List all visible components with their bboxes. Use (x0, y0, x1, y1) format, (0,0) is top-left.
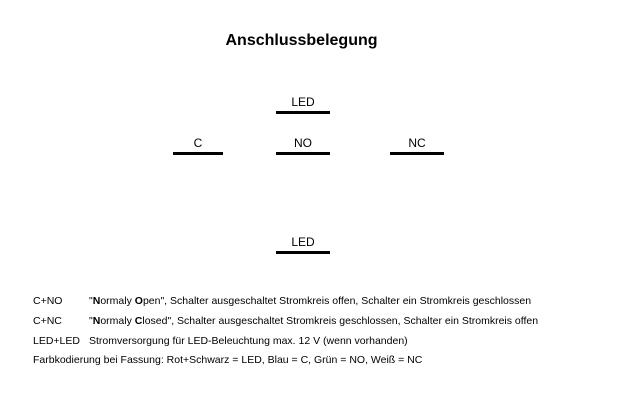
legend-key-led-led: LED+LED (33, 335, 80, 347)
pin-led-top-label: LED (291, 95, 315, 109)
pin-no-label: NO (294, 136, 312, 150)
pin-c-bar (173, 152, 223, 155)
pin-led-top: LED (276, 95, 330, 114)
pin-nc-bar (390, 152, 444, 155)
pin-nc: NC (390, 136, 444, 155)
pin-nc-label: NC (408, 136, 426, 150)
legend-text-part: ormaly (100, 315, 135, 327)
legend-bold-o: O (134, 295, 143, 307)
pin-led-bottom-label: LED (291, 235, 315, 249)
legend-text-part: ormaly (100, 295, 135, 307)
legend-row-led-led: LED+LED Stromversorgung für LED-Beleuchtu… (33, 334, 408, 348)
legend-text: Stromversorgung für LED-Beleuchtung max.… (89, 335, 408, 347)
legend-quote: " (89, 315, 93, 327)
legend-key-c-nc: C+NC (33, 315, 62, 327)
legend-text-part: pen", Schalter ausgeschaltet Stromkreis … (142, 295, 532, 307)
legend-bold-n: N (92, 295, 101, 307)
legend-bold-c: C (134, 315, 143, 327)
pin-led-bottom: LED (276, 235, 330, 254)
diagram-title: Anschlussbelegung (225, 32, 378, 49)
color-coding-note: Farbkodierung bei Fassung: Rot+Schwarz =… (33, 353, 422, 367)
legend-row-c-nc: C+NC "Normaly Closed", Schalter ausgescha… (33, 314, 538, 328)
pin-led-top-bar (276, 111, 330, 114)
legend-quote: " (89, 295, 93, 307)
legend-bold-n: N (92, 315, 101, 327)
legend-key-c-no: C+NO (33, 295, 63, 307)
pin-no-bar (276, 152, 330, 155)
pin-no: NO (276, 136, 330, 155)
pin-led-bottom-bar (276, 251, 330, 254)
pin-c-label: C (193, 136, 203, 150)
legend-text-part: losed", Schalter ausgeschaltet Stromkrei… (142, 315, 539, 327)
legend-row-c-no: C+NO "Normaly Open", Schalter ausgeschalt… (33, 294, 531, 308)
color-coding-text: Farbkodierung bei Fassung: Rot+Schwarz =… (33, 354, 423, 366)
pin-c: C (173, 136, 223, 155)
